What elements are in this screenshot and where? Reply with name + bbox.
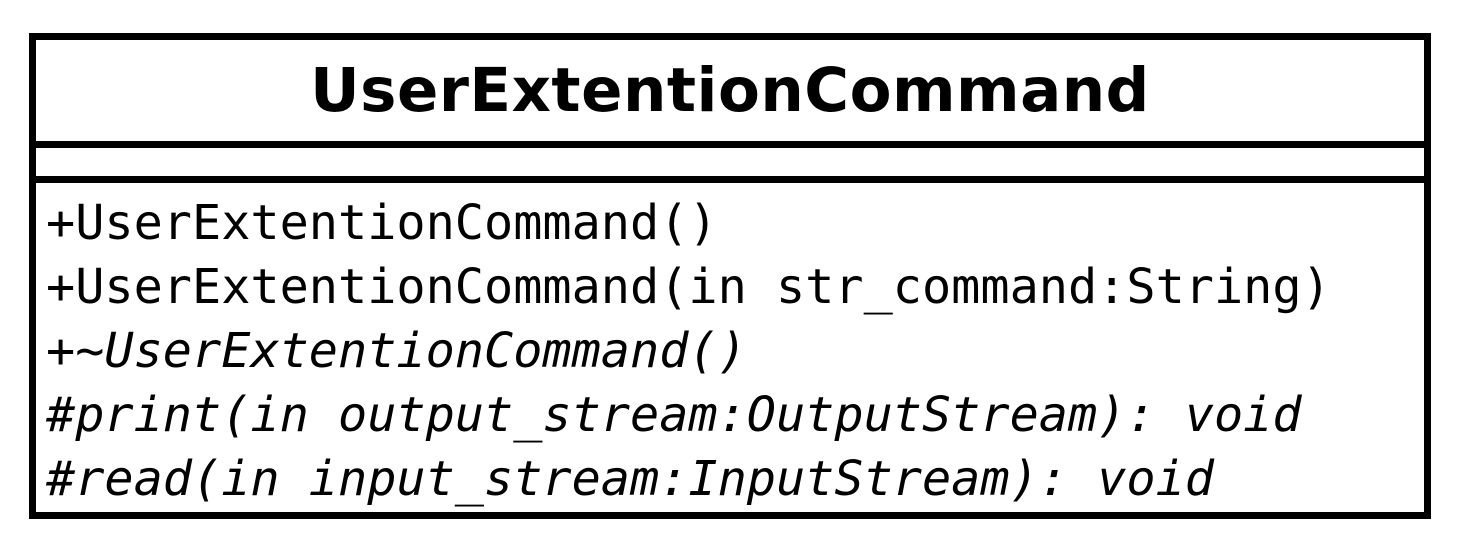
- operations-compartment: +UserExtentionCommand() +UserExtentionCo…: [36, 183, 1424, 512]
- operation-print: #print(in output_stream:OutputStream): v…: [46, 387, 1302, 443]
- class-name: UserExtentionCommand: [310, 55, 1150, 126]
- uml-class-box: UserExtentionCommand +UserExtentionComma…: [29, 33, 1431, 519]
- operation-destructor: +~UserExtentionCommand(): [46, 323, 747, 379]
- operation-read: #read(in input_stream:InputStream): void: [46, 451, 1214, 507]
- operation-string-constructor: +UserExtentionCommand(in str_command:Str…: [46, 259, 1331, 315]
- class-name-compartment: UserExtentionCommand: [36, 40, 1424, 148]
- attributes-compartment: [36, 148, 1424, 183]
- operation-default-constructor: +UserExtentionCommand(): [46, 195, 718, 251]
